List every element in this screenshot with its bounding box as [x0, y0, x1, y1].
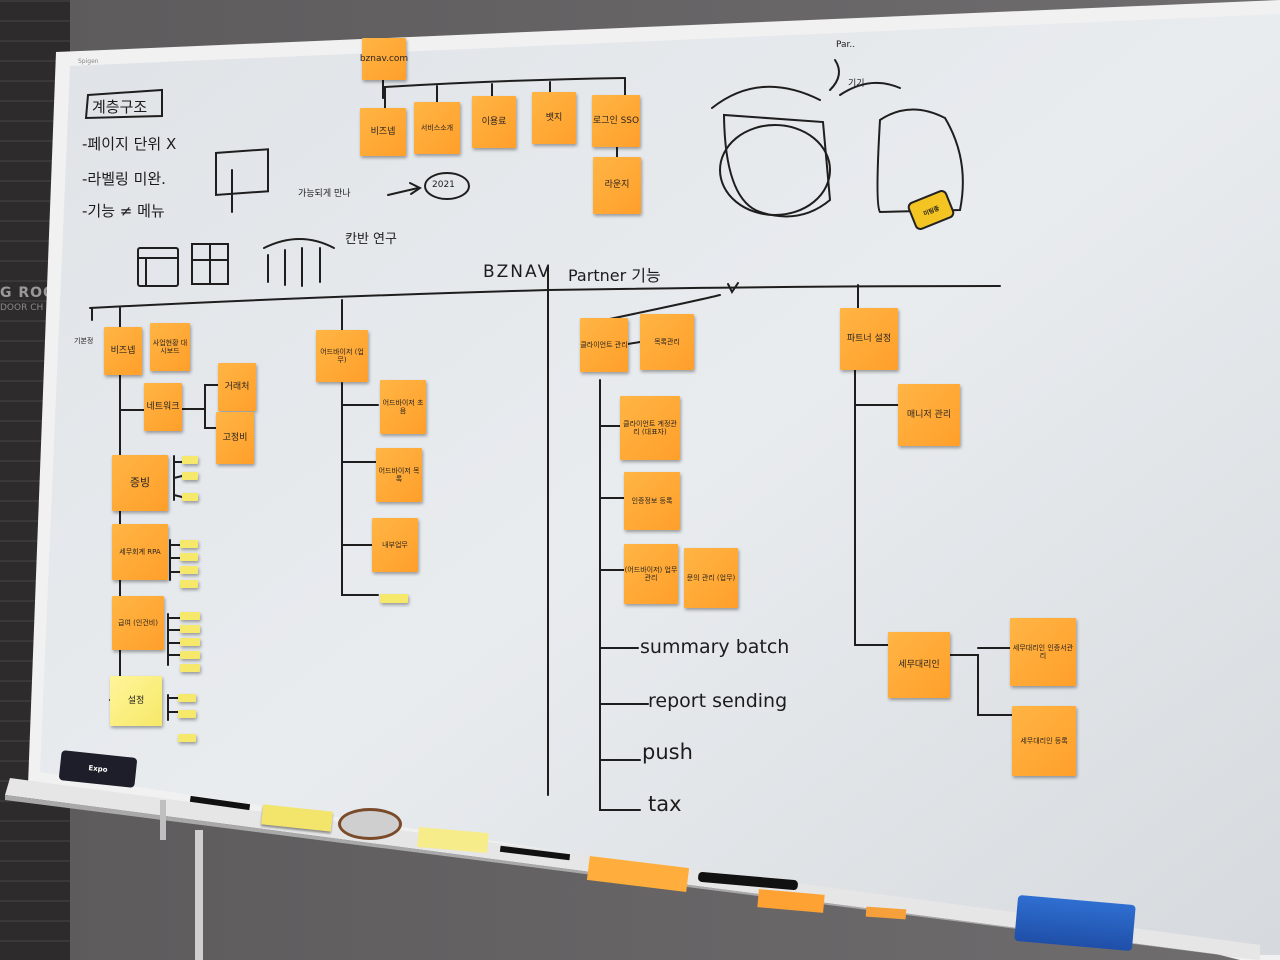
flag	[180, 580, 198, 588]
note-header-3: 이용료	[472, 96, 516, 148]
note-rpa: 세무회계 RPA	[112, 524, 168, 580]
flag	[380, 594, 408, 603]
note-bznav-root: 비즈넵	[104, 327, 142, 375]
note-evidence: 증빙	[112, 455, 168, 511]
side-label: 기기	[848, 79, 865, 89]
note-settings: 설정	[110, 676, 162, 726]
written-push: push	[642, 740, 693, 764]
board-brand: Spigen	[78, 58, 99, 65]
flag	[180, 638, 200, 646]
memo-line-1: -페이지 단위 X	[82, 135, 177, 153]
memo-line-2: -라벨링 미완.	[82, 170, 166, 188]
note-payroll: 급여 (인건비)	[112, 596, 164, 650]
flag	[182, 472, 198, 480]
flag	[180, 651, 200, 659]
note-lounge: 라운지	[593, 157, 641, 214]
flag	[180, 540, 198, 548]
note-manager: 매니저 관리	[898, 384, 960, 446]
note-network: 네트워크	[144, 383, 182, 431]
flag	[180, 625, 200, 633]
mid-memo-circle: 2021	[432, 180, 455, 190]
flag	[180, 553, 198, 561]
note-bznav-com: bznav.com	[360, 38, 408, 80]
note-client-root: 클라이언트 관리	[580, 318, 628, 372]
written-report: report sending	[648, 690, 788, 712]
flag	[182, 493, 198, 501]
section-bznav: BZNAV	[483, 262, 552, 282]
note-header-5: 로그인 SSO	[592, 95, 640, 147]
room-sign: G ROO	[0, 285, 56, 301]
note-advisor-2: 어드바이저 목록	[376, 448, 422, 502]
note-task-mgmt: (어드바이저) 업무 관리	[624, 544, 678, 604]
flag	[182, 456, 198, 464]
flag	[178, 694, 196, 702]
corner-label: 기본정	[74, 337, 94, 345]
note-partner-co: 거래처	[218, 363, 256, 411]
note-inquiry: 문의 관리 (업무)	[684, 548, 738, 608]
note-client-account: 클라이언트 계정관리 (대표자)	[620, 396, 680, 460]
memo-line-3: -기능 ≠ 메뉴	[82, 202, 165, 220]
note-advisor-3: 내부업무	[372, 518, 418, 572]
note-cert-register: 인증정보 등록	[624, 472, 680, 530]
memo-title: 계층구조	[92, 98, 148, 116]
room-sign-sub: DOOR CH	[0, 303, 44, 313]
section-partner: Partner 기능	[568, 266, 661, 285]
note-header-2: 서비스소개	[414, 102, 460, 154]
note-tax-cert: 세무대리인 인증서관리	[1010, 618, 1076, 686]
written-tax: tax	[648, 792, 682, 816]
note-advisor-root: 어드바이저 (업무)	[316, 330, 368, 382]
flag	[180, 566, 198, 574]
flag	[178, 710, 196, 718]
flag	[178, 734, 196, 742]
note-partner-root: 파트너 설정	[840, 308, 898, 370]
note-tax-register: 세무대리인 등록	[1012, 706, 1076, 776]
note-advisor-1: 어드바이저 초음	[380, 380, 426, 434]
flag	[180, 612, 200, 620]
note-client-list: 목록관리	[640, 314, 694, 370]
tape-roll[interactable]	[338, 808, 402, 840]
note-dashboard: 사업현황 대시보드	[150, 323, 190, 371]
mid-memo: 가능되게 만나	[298, 189, 351, 199]
kanban-label: 칸반 연구	[345, 232, 397, 247]
flag	[180, 664, 200, 672]
note-header-4: 뱃지	[532, 92, 576, 144]
note-header-1: 비즈넵	[360, 108, 406, 156]
note-fixed-cost: 고정비	[216, 412, 254, 464]
written-summary: summary batch	[640, 636, 790, 658]
note-tax-agent: 세무대리인	[888, 632, 950, 698]
side-label-2: Par..	[836, 40, 856, 50]
